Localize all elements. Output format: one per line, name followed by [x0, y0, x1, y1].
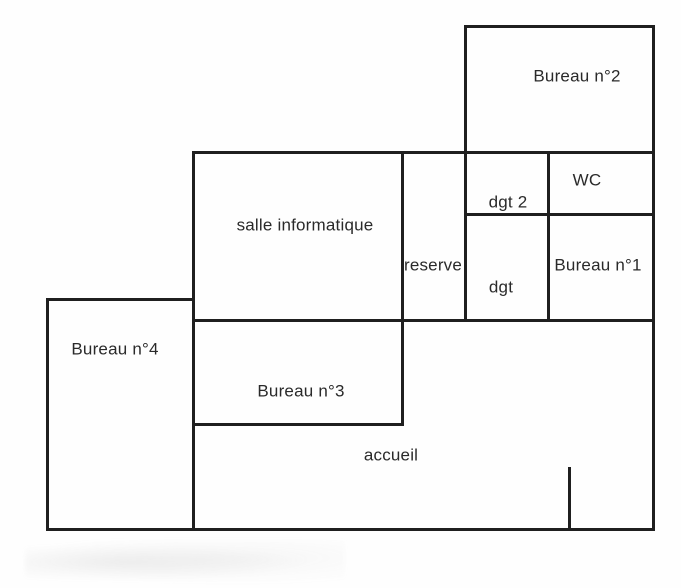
wall-salle-reserve-divider	[401, 151, 404, 426]
wall-bureau2-left	[464, 25, 467, 322]
wall-middle-row-bottom	[192, 319, 655, 322]
room-label-dgt-2: dgt 2	[488, 192, 528, 212]
room-label-bureau-1: Bureau n°1	[554, 255, 642, 275]
wall-under-dgt2-wc	[464, 213, 655, 216]
wall-bureau3-bottom	[192, 423, 404, 426]
room-label-salle-informatique: salle informatique	[236, 215, 374, 235]
wall-accueil-partition	[568, 467, 571, 531]
wall-main-top	[192, 151, 655, 154]
room-label-bureau-3: Bureau n°3	[257, 381, 345, 401]
room-label-reserve: reserve	[403, 255, 463, 275]
wall-dgt-bureau1-divider	[547, 151, 550, 322]
room-label-wc: WC	[572, 170, 602, 190]
watermark-artifact	[25, 540, 345, 585]
room-label-accueil: accueil	[363, 445, 419, 465]
wall-bureau4-left	[46, 298, 49, 531]
wall-outer-bottom	[46, 528, 655, 531]
wall-bureau4-top	[46, 298, 195, 301]
wall-salle-left	[192, 151, 195, 531]
room-label-bureau-2: Bureau n°2	[533, 66, 621, 86]
wall-outer-right	[652, 25, 655, 531]
wall-bureau2-top	[464, 25, 655, 28]
room-label-dgt: dgt	[488, 277, 514, 297]
room-label-bureau-4: Bureau n°4	[71, 339, 159, 359]
